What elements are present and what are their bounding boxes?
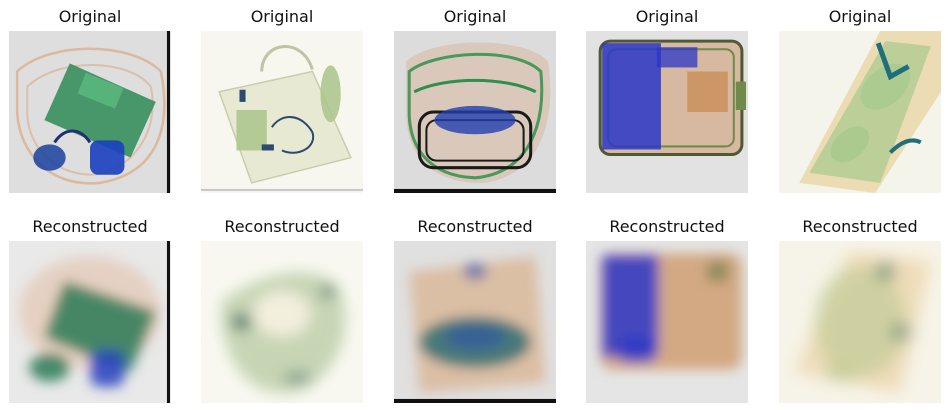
image-title: Original: [828, 7, 892, 26]
xray-image-reconstructed-3: [394, 241, 556, 403]
image-title: Original: [58, 7, 122, 26]
image-title: Original: [250, 7, 314, 26]
xray-image-reconstructed-4: [586, 241, 748, 403]
xray-image-original-4: [586, 31, 748, 193]
image-title: Reconstructed: [417, 217, 533, 236]
xray-image-original-3: [394, 31, 556, 193]
xray-image-reconstructed-1: [9, 241, 171, 403]
image-title: Reconstructed: [224, 217, 340, 236]
image-title: Original: [635, 7, 699, 26]
xray-image-original-2: [201, 31, 363, 193]
xray-image-reconstructed-5: [779, 241, 941, 403]
image-title: Original: [443, 7, 507, 26]
xray-image-reconstructed-2: [201, 241, 363, 403]
image-title: Reconstructed: [32, 217, 148, 236]
xray-image-original-1: [9, 31, 171, 193]
image-title: Reconstructed: [802, 217, 918, 236]
xray-image-original-5: [779, 31, 941, 193]
image-title: Reconstructed: [609, 217, 725, 236]
